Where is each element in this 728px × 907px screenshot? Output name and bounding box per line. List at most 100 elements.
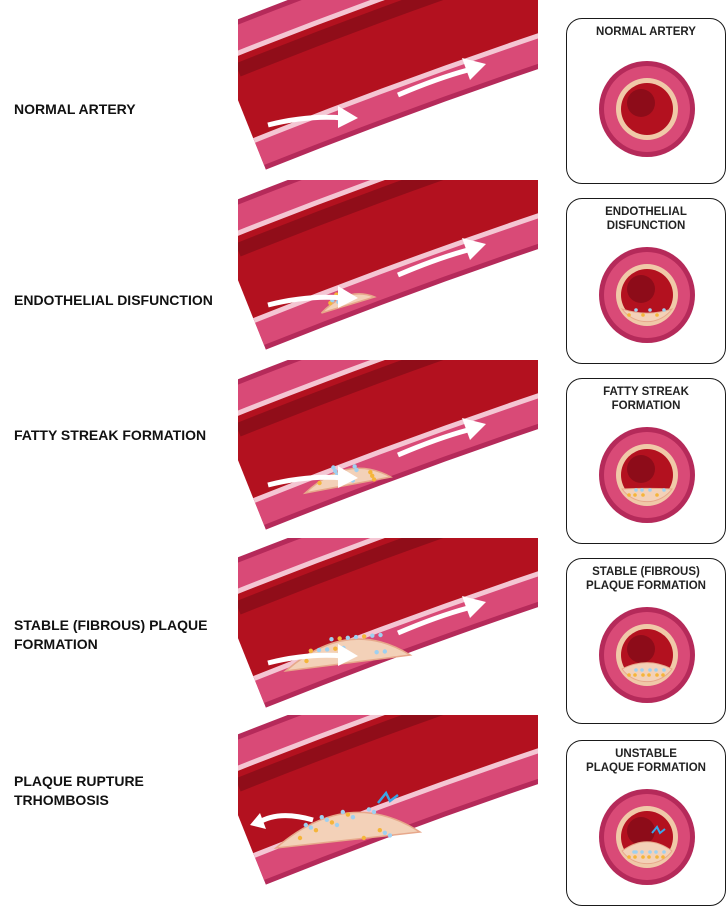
cross-section-card-stable-plaque: STABLE (FIBROUS) PLAQUE FORMATION bbox=[566, 558, 726, 724]
cross-lumen-depth bbox=[627, 455, 655, 483]
artery-longitudinal-stable-plaque bbox=[238, 538, 538, 713]
lipid-cell bbox=[374, 650, 378, 654]
cross-lipid-cell bbox=[655, 493, 659, 497]
lipid-cell bbox=[346, 636, 350, 640]
cross-lipid-cell bbox=[640, 488, 644, 492]
lipid-cell bbox=[346, 812, 350, 816]
lipid-cell bbox=[368, 470, 372, 474]
cross-lipid-cell bbox=[641, 493, 645, 497]
lipid-cell bbox=[341, 810, 345, 814]
lipid-cell bbox=[383, 831, 387, 835]
lipid-cell bbox=[362, 836, 366, 840]
lipid-cell bbox=[314, 828, 318, 832]
cross-lipid-cell bbox=[661, 855, 665, 859]
stage-label-fatty-streak-formation: FATTY STREAK FORMATION bbox=[14, 426, 234, 445]
cross-section-card-unstable-plaque: UNSTABLE PLAQUE FORMATION bbox=[566, 740, 726, 906]
stage-label-normal-artery: NORMAL ARTERY bbox=[14, 100, 234, 119]
lipid-cell bbox=[354, 635, 358, 639]
lipid-cell bbox=[325, 818, 329, 822]
cross-lipid-cell bbox=[627, 855, 631, 859]
lipid-cell bbox=[298, 836, 302, 840]
cross-lipid-cell bbox=[662, 308, 666, 312]
card-title-endothelial-disfunction: ENDOTHELIAL DISFUNCTION bbox=[567, 205, 725, 233]
artery-longitudinal-normal bbox=[238, 0, 538, 175]
cross-lipid-cell bbox=[655, 673, 659, 677]
cross-lumen-depth bbox=[627, 275, 655, 303]
lipid-cell bbox=[367, 807, 371, 811]
lipid-cell bbox=[325, 647, 329, 651]
artery-cross-section-stable-plaque bbox=[597, 605, 697, 705]
lipid-cell bbox=[304, 659, 308, 663]
cross-section-card-fatty-streak: FATTY STREAK FORMATION bbox=[566, 378, 726, 544]
card-title-normal-artery: NORMAL ARTERY bbox=[567, 25, 725, 39]
cross-lipid-cell bbox=[654, 668, 658, 672]
cross-section-card-endothelial-disfunction: ENDOTHELIAL DISFUNCTION bbox=[566, 198, 726, 364]
artery-longitudinal-endothelial-disfunction bbox=[238, 180, 538, 355]
cross-lipid-cell bbox=[634, 308, 638, 312]
artery-cross-section-endothelial-disfunction bbox=[597, 245, 697, 345]
lipid-cell bbox=[317, 648, 321, 652]
cross-lipid-cell bbox=[648, 308, 652, 312]
cross-lipid-cell bbox=[634, 488, 638, 492]
cross-lipid-cell bbox=[648, 850, 652, 854]
cross-lipid-cell bbox=[627, 313, 631, 317]
lipid-cell bbox=[352, 464, 356, 468]
cross-lipid-cell bbox=[627, 493, 631, 497]
card-title-unstable-plaque-formation: UNSTABLE PLAQUE FORMATION bbox=[567, 747, 725, 775]
lipid-cell bbox=[378, 828, 382, 832]
cross-lipid-cell bbox=[648, 668, 652, 672]
cross-lipid-cell bbox=[647, 673, 651, 677]
artery-longitudinal-plaque-rupture bbox=[238, 715, 538, 890]
artery-cross-section-normal bbox=[597, 59, 697, 159]
card-title-fatty-streak-formation: FATTY STREAK FORMATION bbox=[567, 385, 725, 413]
lipid-cell bbox=[388, 833, 392, 837]
cross-lipid-cell bbox=[661, 673, 665, 677]
cross-lipid-cell bbox=[640, 668, 644, 672]
cross-lipid-cell bbox=[662, 668, 666, 672]
lipid-cell bbox=[333, 647, 337, 651]
lipid-cell bbox=[309, 825, 313, 829]
card-title-stable-plaque-formation: STABLE (FIBROUS) PLAQUE FORMATION bbox=[567, 565, 725, 593]
stage-label-stable-plaque-formation: STABLE (FIBROUS) PLAQUE FORMATION bbox=[14, 616, 234, 654]
cross-lumen-depth bbox=[627, 89, 655, 117]
cross-lipid-cell bbox=[662, 850, 666, 854]
lipid-cell bbox=[383, 649, 387, 653]
cross-lipid-cell bbox=[633, 855, 637, 859]
cross-lipid-cell bbox=[641, 313, 645, 317]
lipid-cell bbox=[351, 815, 355, 819]
cross-lipid-cell bbox=[647, 855, 651, 859]
cross-lipid-cell bbox=[648, 488, 652, 492]
cross-lipid-cell bbox=[633, 673, 637, 677]
cross-lumen-depth bbox=[627, 635, 655, 663]
artery-cross-section-fatty-streak bbox=[597, 425, 697, 525]
lipid-cell bbox=[309, 649, 313, 653]
lipid-cell bbox=[304, 823, 308, 827]
cross-lipid-cell bbox=[640, 850, 644, 854]
artery-cross-section-unstable-plaque bbox=[597, 787, 697, 887]
cross-lipid-cell bbox=[662, 488, 666, 492]
stage-label-endothelial-disfunction: ENDOTHELIAL DISFUNCTION bbox=[14, 291, 234, 310]
stage-label-plaque-rupture-thrombosis: PLAQUE RUPTURE TRHOMBOSIS bbox=[14, 772, 164, 810]
lipid-cell bbox=[378, 633, 382, 637]
lipid-cell bbox=[370, 634, 374, 638]
cross-lipid-cell bbox=[634, 668, 638, 672]
lipid-cell bbox=[337, 636, 341, 640]
cross-lipid-cell bbox=[633, 493, 637, 497]
cross-lipid-cell bbox=[655, 313, 659, 317]
lipid-cell bbox=[335, 823, 339, 827]
cross-lipid-cell bbox=[655, 855, 659, 859]
lipid-cell bbox=[317, 481, 321, 485]
cross-lipid-cell bbox=[627, 673, 631, 677]
lipid-cell bbox=[330, 820, 334, 824]
lipid-cell bbox=[372, 810, 376, 814]
cross-lumen-depth bbox=[627, 817, 655, 845]
lipid-cell bbox=[362, 634, 366, 638]
lipid-cell bbox=[331, 465, 335, 469]
artery-longitudinal-fatty-streak bbox=[238, 360, 538, 535]
cross-lipid-cell bbox=[654, 850, 658, 854]
cross-lipid-cell bbox=[641, 855, 645, 859]
cross-lipid-cell bbox=[632, 850, 636, 854]
lipid-cell bbox=[320, 815, 324, 819]
cross-lipid-cell bbox=[641, 673, 645, 677]
lipid-cell bbox=[329, 637, 333, 641]
